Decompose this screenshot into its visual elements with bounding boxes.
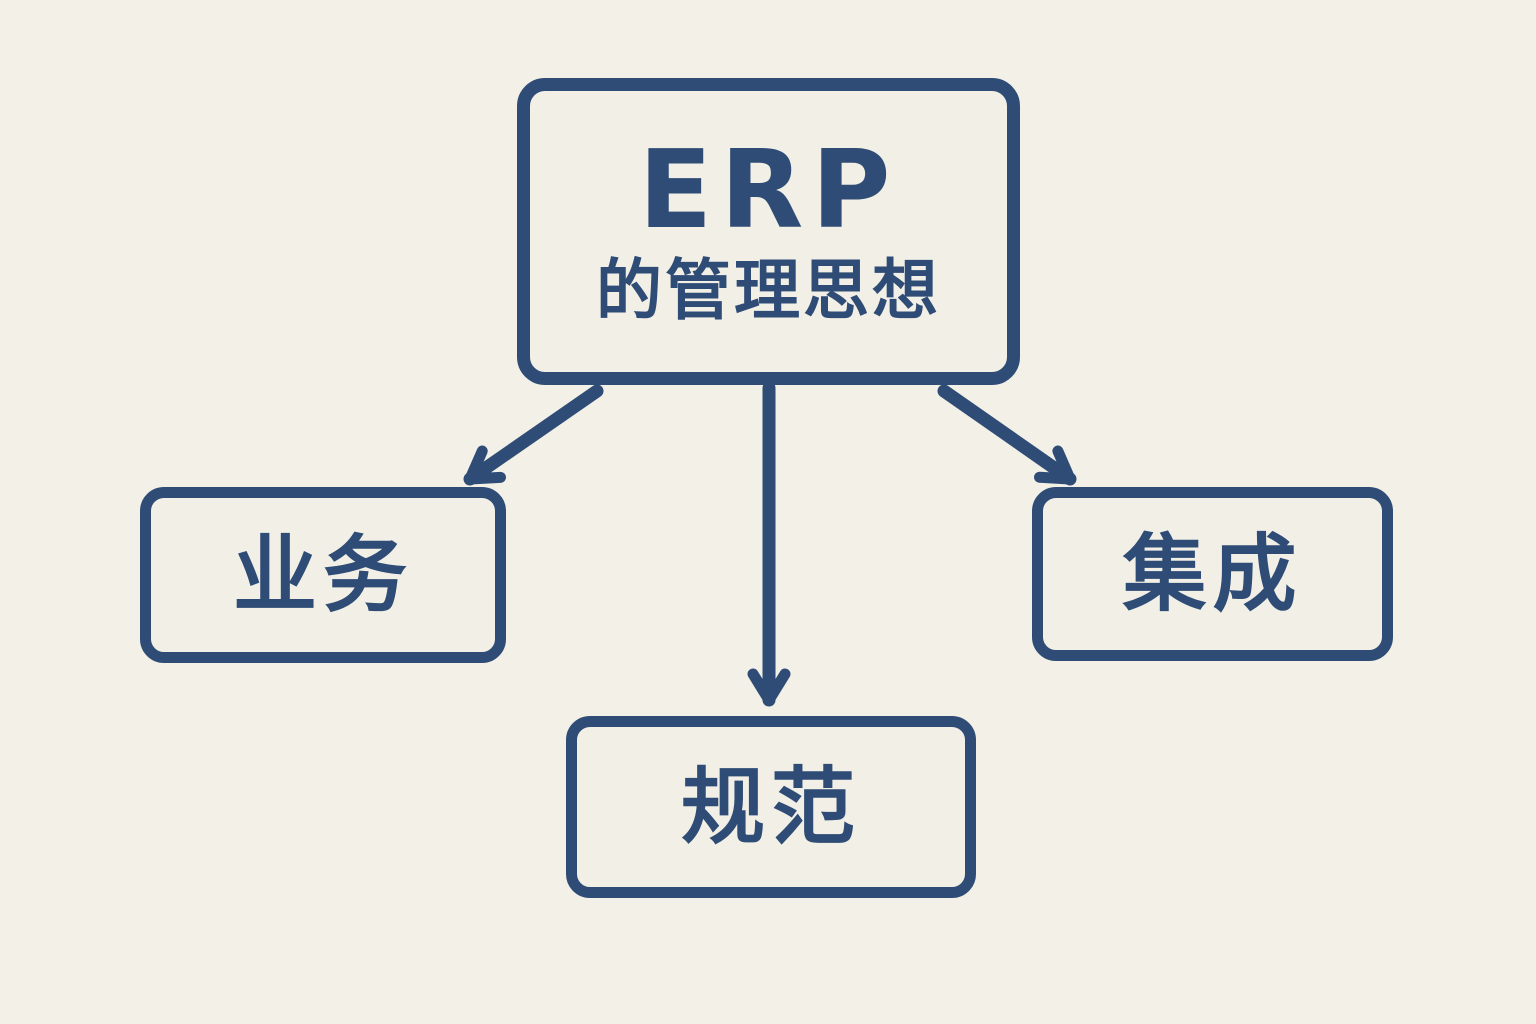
child-node-standard-label: 规范 xyxy=(680,758,861,856)
root-node-erp: ERP 的管理思想 xyxy=(517,78,1020,385)
child-node-business-label: 业务 xyxy=(232,526,413,624)
root-node-title: ERP xyxy=(638,127,899,253)
child-node-business: 业务 xyxy=(140,487,506,663)
child-node-integration-label: 集成 xyxy=(1122,525,1303,623)
child-node-standard: 规范 xyxy=(566,716,976,898)
root-node-subtitle: 的管理思想 xyxy=(596,252,941,330)
arrow-root-to-integration xyxy=(937,384,1077,486)
child-node-integration: 集成 xyxy=(1032,487,1393,661)
arrow-root-to-business xyxy=(463,384,604,486)
